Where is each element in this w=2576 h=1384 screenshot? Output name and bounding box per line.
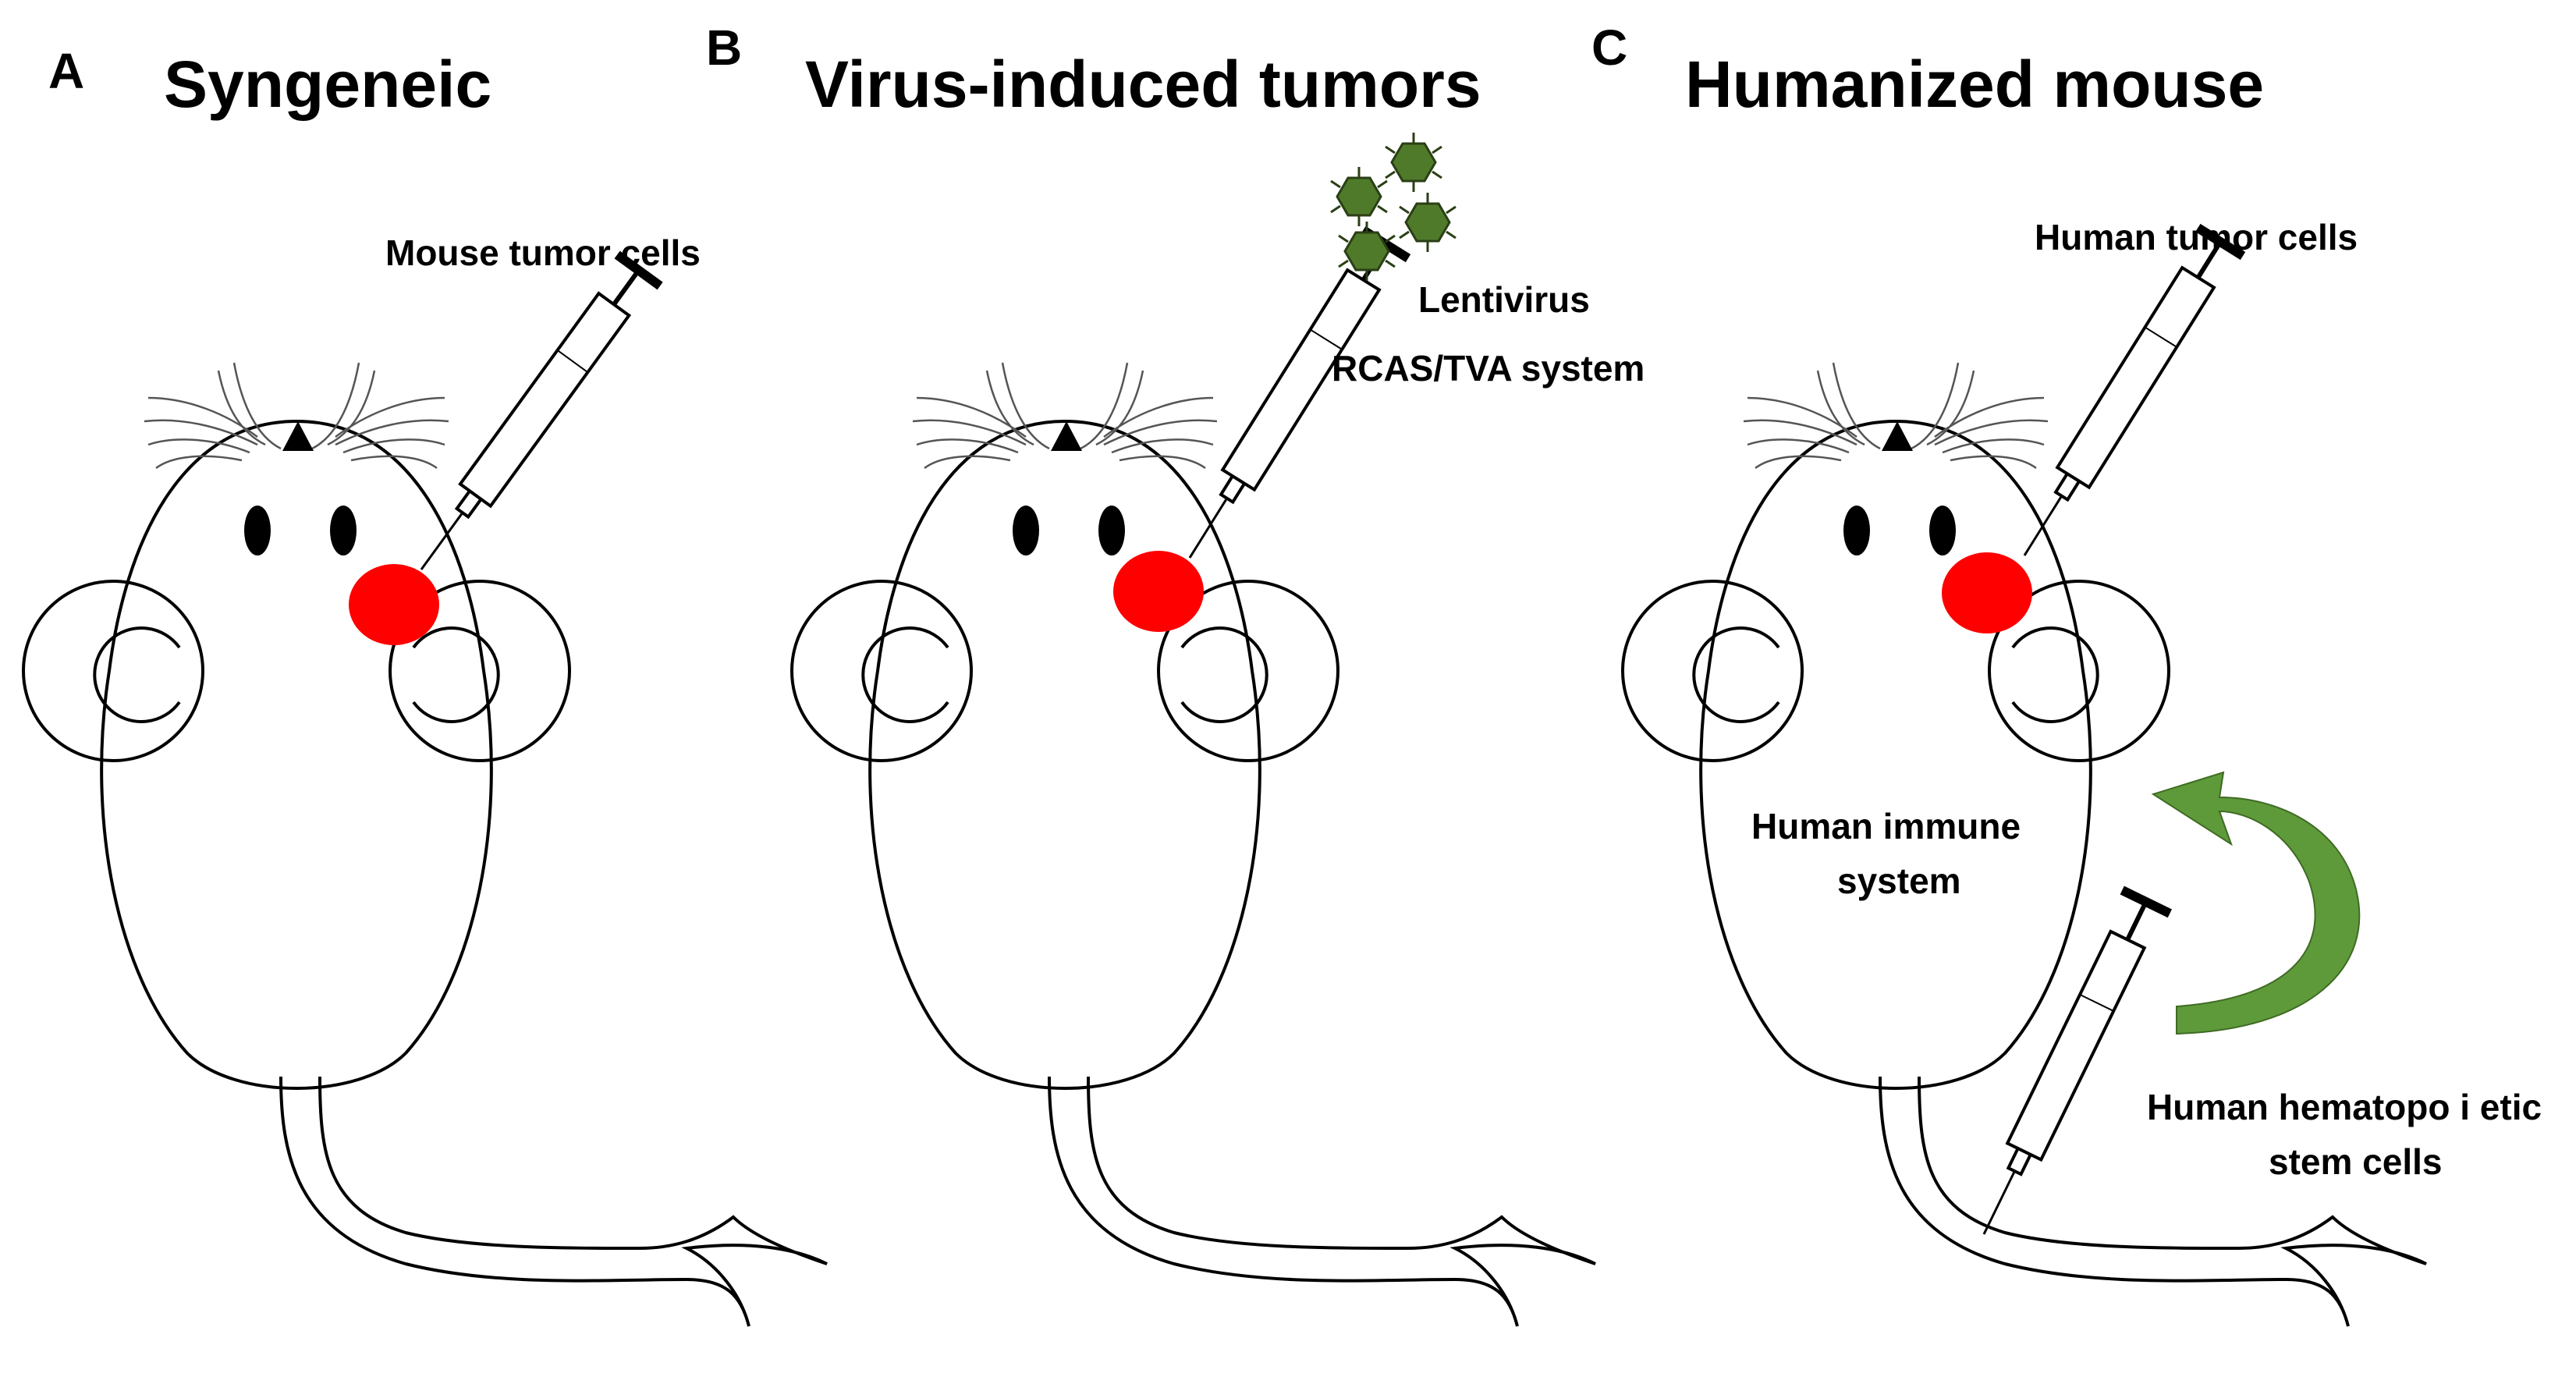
panel-c-note-human-tumor-cells: Human tumor cells — [2035, 217, 2358, 257]
tumor-a-icon — [349, 564, 439, 645]
virus-particle-icon — [1384, 131, 1443, 193]
panel-c-letter: C — [1591, 20, 1627, 76]
panel-b-title: Virus-induced tumors — [805, 48, 1481, 121]
panel-c-note-human-immune: Human immune — [1751, 806, 2021, 846]
virus-particle-icon — [1329, 165, 1389, 228]
panel-b-letter: B — [706, 20, 742, 76]
mouse-b-icon — [790, 361, 1597, 1328]
panel-b: B Virus-induced tumors Lentivirus RCAS/T… — [706, 20, 1645, 1328]
panel-a-note-mouse-tumor-cells: Mouse tumor cells — [385, 232, 701, 273]
panel-c-title: Humanized mouse — [1685, 48, 2264, 121]
syringe-a-icon — [399, 251, 662, 585]
panel-b-note-rcas-tva: RCAS/TVA system — [1332, 348, 1645, 389]
panel-b-note-lentivirus: Lentivirus — [1418, 279, 1590, 320]
virus-particle-icon — [1398, 191, 1457, 254]
panel-c-note-human-hematopoietic: Human hematopo i etic — [2147, 1087, 2542, 1127]
tumor-b-icon — [1113, 551, 1204, 632]
panel-c-note-stem-cells: stem cells — [2269, 1141, 2442, 1182]
curved-arrow-icon — [2151, 771, 2361, 1035]
panel-c: C Humanized mouse Human tumor cells Huma… — [1591, 20, 2542, 1328]
panel-a-title: Syngeneic — [164, 48, 491, 121]
mouse-a-icon — [22, 361, 829, 1328]
panel-a: A Syngeneic Mouse tumor cells — [22, 43, 829, 1328]
tumor-c-icon — [1942, 552, 2032, 633]
panel-a-letter: A — [48, 43, 84, 99]
panel-c-note-system: system — [1837, 861, 1961, 901]
